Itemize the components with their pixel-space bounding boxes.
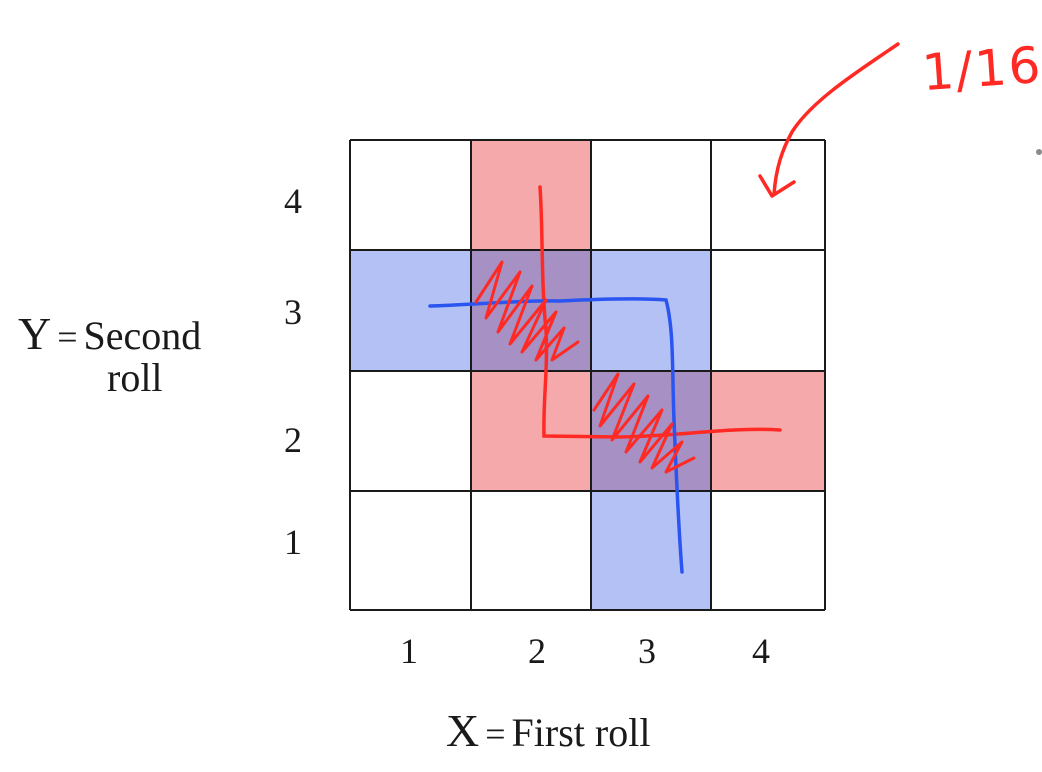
x-tick-1: 1 [400, 631, 418, 671]
grid-lines [349, 139, 826, 611]
y-axis-variable: Y [18, 308, 52, 359]
x-tick-3: 3 [638, 631, 656, 671]
grid-cell-1-3 [350, 250, 471, 371]
grid-cells [350, 140, 825, 610]
annotation-arrowhead [758, 174, 796, 198]
hatch-mark-upper [474, 260, 580, 362]
x-axis-description: First roll [511, 710, 651, 755]
grid-cell-2-4 [471, 140, 591, 250]
red-ink-line [538, 185, 782, 439]
y-axis-label: Y=Second roll [18, 308, 202, 398]
x-axis-equals: = [485, 714, 506, 754]
grid-cell-3-3 [591, 250, 711, 371]
x-axis-variable: X [446, 705, 480, 756]
y-axis-description-line2: roll [107, 355, 163, 400]
grid-cell-3-4 [591, 140, 711, 250]
grid-cell-4-4 [711, 140, 825, 250]
x-tick-2: 2 [528, 631, 546, 671]
grid-cell-2-1 [471, 491, 591, 610]
y-axis-equals: = [57, 317, 78, 357]
grid-cell-2-2 [471, 371, 591, 491]
y-tick-3: 3 [284, 292, 302, 332]
grid-cell-4-1 [711, 491, 825, 610]
y-tick-4: 4 [284, 181, 302, 221]
y-tick-2: 2 [284, 420, 302, 460]
probability-annotation: 1/16 [920, 35, 1042, 103]
y-tick-1: 1 [284, 522, 302, 562]
grid-cell-3-1 [591, 491, 711, 610]
x-tick-4: 4 [752, 631, 770, 671]
x-axis-label: X=First roll [446, 708, 650, 754]
y-axis-description-line1: Second [83, 313, 202, 358]
grid-cell-1-4 [350, 140, 471, 250]
grid-cell-1-2 [350, 371, 471, 491]
stray-dot [1036, 149, 1042, 155]
grid-cell-1-1 [350, 491, 471, 610]
annotation-arrow [772, 42, 900, 196]
handwritten-marks [428, 42, 900, 574]
grid-cell-4-3 [711, 250, 825, 371]
hatch-mark-lower [592, 372, 696, 474]
